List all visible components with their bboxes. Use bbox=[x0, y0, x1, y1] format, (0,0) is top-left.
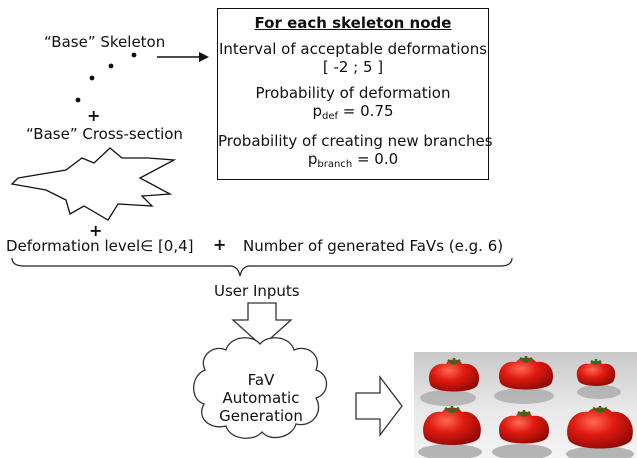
interval-label: Interval of acceptable deformations bbox=[218, 40, 488, 58]
skeleton-node-dot bbox=[108, 63, 114, 69]
cross-section-shape bbox=[10, 147, 177, 221]
deformation-probability-value: pdef = 0.75 bbox=[218, 102, 488, 123]
right-arrow bbox=[355, 375, 403, 437]
skeleton-node-dot bbox=[89, 75, 95, 81]
skeleton-label: “Base” Skeleton bbox=[44, 33, 166, 51]
tomato bbox=[423, 406, 481, 445]
cloud-line-1: FaV bbox=[247, 371, 275, 389]
plus-sign-2: + bbox=[89, 221, 103, 240]
skeleton-node-dot bbox=[75, 97, 81, 103]
node-box-heading: For each skeleton node bbox=[254, 14, 452, 32]
skeleton-node-dot bbox=[131, 52, 137, 58]
p-branch-number: = 0.0 bbox=[356, 150, 399, 168]
inputs-plus-sign: + bbox=[213, 235, 227, 254]
node-parameters-box: For each skeleton node Interval of accep… bbox=[217, 8, 493, 180]
p-def-subscript: def bbox=[321, 111, 339, 122]
p-branch-symbol: p bbox=[307, 150, 318, 168]
p-branch-subscript: branch bbox=[317, 159, 353, 170]
tomatoes-illustration bbox=[418, 356, 634, 458]
p-def-number: = 0.75 bbox=[342, 102, 394, 120]
user-inputs-brace bbox=[11, 257, 513, 277]
deformation-probability-label: Probability of deformation bbox=[255, 84, 451, 102]
tomato bbox=[567, 406, 633, 449]
skeleton-to-box-arrowhead bbox=[199, 52, 209, 62]
plus-sign-1: + bbox=[87, 106, 101, 125]
tomato bbox=[428, 358, 480, 392]
cloud-line-2: Automatic bbox=[222, 389, 300, 407]
num-favs-input: Number of generated FaVs (e.g. 6) bbox=[243, 237, 504, 255]
tomato bbox=[498, 356, 554, 390]
tomato bbox=[576, 359, 616, 386]
generated-favs-render bbox=[414, 352, 637, 458]
cloud-line-3: Generation bbox=[219, 407, 303, 425]
tomato bbox=[498, 410, 550, 444]
p-def-symbol: p bbox=[312, 102, 322, 120]
branch-probability-label: Probability of creating new branches bbox=[218, 132, 493, 150]
branch-probability-value: pbranch = 0.0 bbox=[218, 150, 488, 171]
interval-value: [ -2 ; 5 ] bbox=[322, 58, 384, 76]
user-inputs-label: User Inputs bbox=[214, 282, 300, 300]
down-arrow bbox=[231, 302, 293, 347]
cross-section-label: “Base” Cross-section bbox=[26, 125, 183, 143]
deformation-level-input: Deformation level∈ [0,4] bbox=[6, 237, 194, 255]
generation-cloud bbox=[192, 337, 328, 439]
